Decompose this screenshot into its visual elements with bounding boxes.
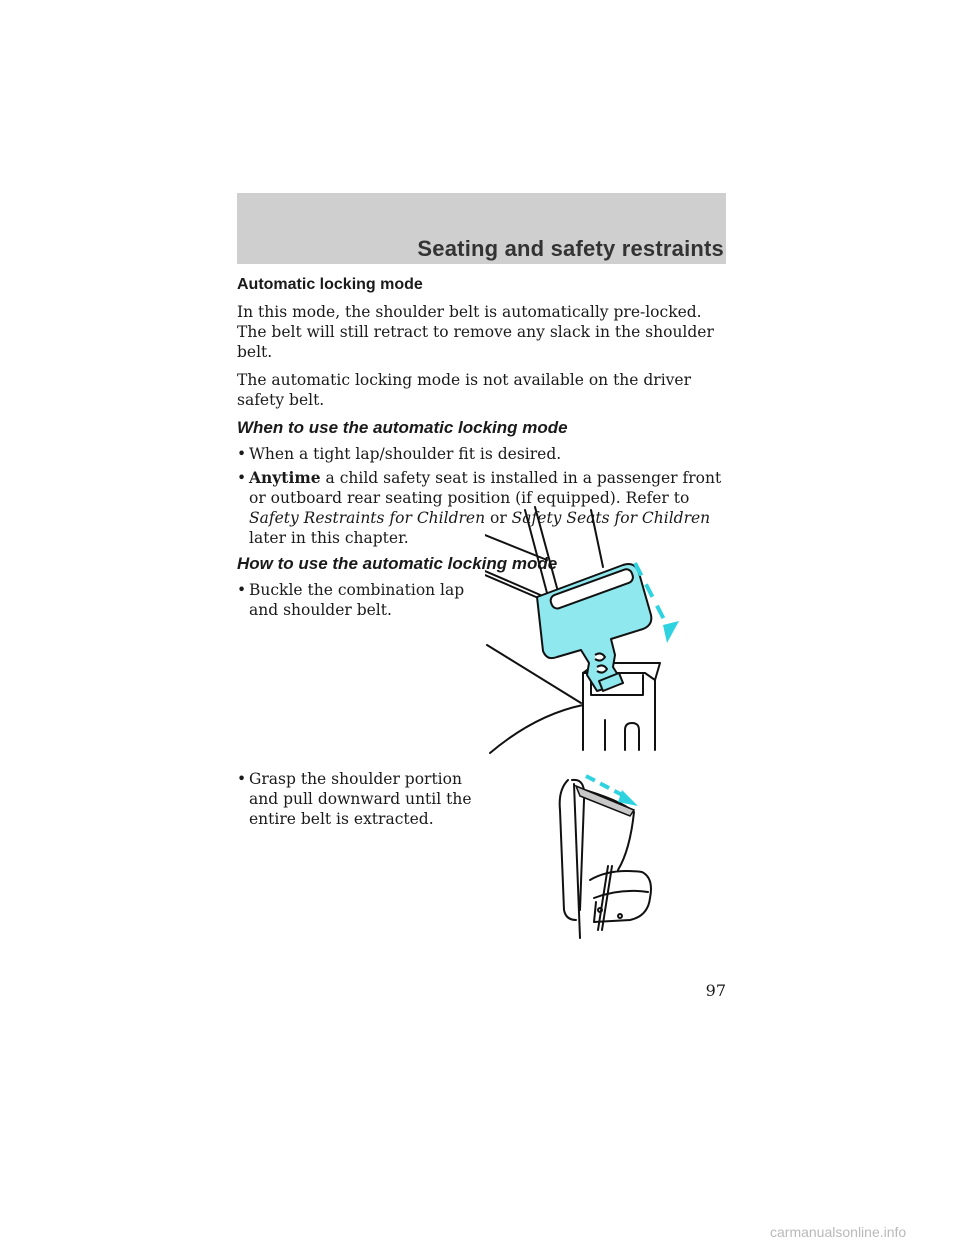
heading-how-to-use: How to use the automatic locking mode — [237, 554, 558, 573]
bullet-icon: • — [237, 469, 247, 487]
heading-automatic-locking-mode: Automatic locking mode — [237, 276, 423, 293]
section-title: Seating and safety restraints — [417, 236, 724, 261]
bullet-icon: • — [237, 581, 247, 599]
buckle-illustration — [485, 506, 679, 754]
list-item: • Buckle the combination lap and shoulde… — [237, 581, 465, 619]
list-item: •Anytime a child safety seat is installe… — [237, 468, 722, 547]
section-header-band: Seating and safety restraints — [237, 193, 726, 264]
list-item: • When a tight lap/shoulder fit is desir… — [237, 445, 562, 463]
paragraph-prelocked: In this mode, the shoulder belt is autom… — [237, 303, 714, 361]
page-number: 97 — [705, 981, 726, 1000]
seat-belt-extraction-illustration — [558, 774, 652, 939]
bullet-icon: • — [237, 770, 247, 788]
bullet-icon: • — [237, 445, 247, 463]
heading-when-to-use: When to use the automatic locking mode — [237, 418, 568, 437]
page-content: Automatic locking mode In this mode, the… — [237, 276, 726, 624]
list-item: • Grasp the shoulder portion and pull do… — [237, 770, 472, 828]
watermark-text[interactable]: carmanualsonline.info — [770, 1224, 907, 1240]
paragraph-driver-not-available: The automatic locking mode is not availa… — [237, 371, 692, 409]
